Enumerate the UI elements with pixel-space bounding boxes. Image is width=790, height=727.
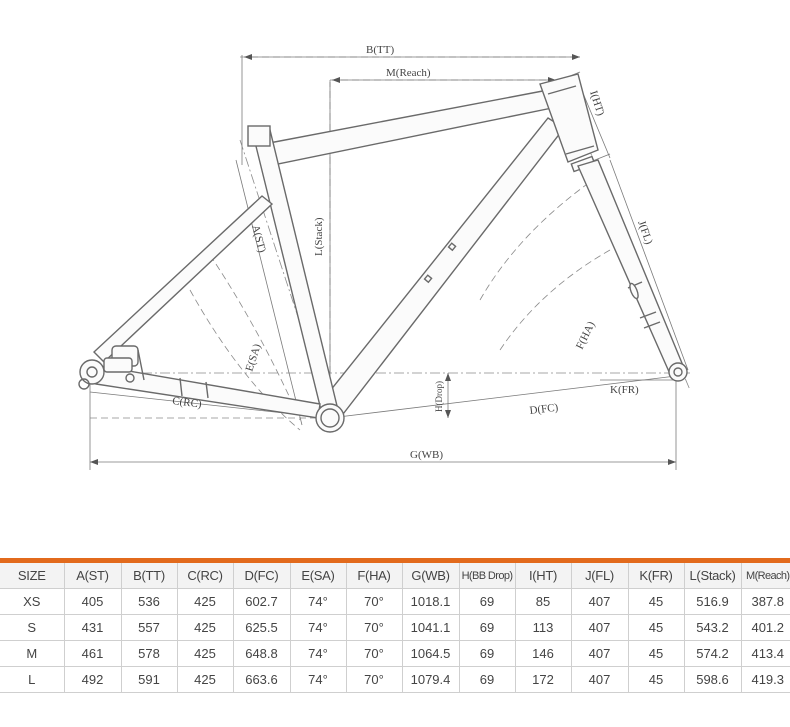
label-wb: G(WB) xyxy=(410,449,443,461)
header-cell: K(FR) xyxy=(628,563,685,589)
value-cell: 401.2 xyxy=(741,614,790,641)
value-cell: 146 xyxy=(515,640,572,667)
label-stack: L(Stack) xyxy=(313,217,325,256)
header-cell: I(HT) xyxy=(515,563,572,589)
label-bb-drop: H(Drop) xyxy=(434,381,444,412)
value-cell: 598.6 xyxy=(684,666,742,693)
label-reach: M(Reach) xyxy=(386,67,431,79)
header-cell: H(BB Drop) xyxy=(459,563,516,589)
label-rc: C(RC) xyxy=(172,395,203,411)
label-fl: J(FL) xyxy=(635,219,655,246)
value-cell: 74° xyxy=(290,614,347,641)
label-sa: E(SA) xyxy=(243,342,263,373)
value-cell: 648.8 xyxy=(233,640,291,667)
value-cell: 425 xyxy=(177,640,234,667)
header-cell: E(SA) xyxy=(290,563,347,589)
value-cell: 663.6 xyxy=(233,666,291,693)
value-cell: 70° xyxy=(346,640,403,667)
value-cell: 425 xyxy=(177,588,234,615)
value-cell: 1079.4 xyxy=(402,666,460,693)
value-cell: 536 xyxy=(121,588,178,615)
value-cell: 425 xyxy=(177,666,234,693)
value-cell: 578 xyxy=(121,640,178,667)
header-cell: D(FC) xyxy=(233,563,291,589)
value-cell: 1041.1 xyxy=(402,614,460,641)
frame-geometry-diagram: B(TT) M(Reach) I(HT) L(Stack) A(ST) J(FL… xyxy=(78,44,691,470)
value-cell: 387.8 xyxy=(741,588,790,615)
value-cell: 69 xyxy=(459,588,516,615)
header-cell: F(HA) xyxy=(346,563,403,589)
size-cell: L xyxy=(0,666,65,693)
label-st: A(ST) xyxy=(249,224,268,255)
value-cell: 516.9 xyxy=(684,588,742,615)
value-cell: 543.2 xyxy=(684,614,742,641)
label-fc: D(FC) xyxy=(529,402,559,417)
value-cell: 405 xyxy=(64,588,122,615)
value-cell: 1018.1 xyxy=(402,588,460,615)
value-cell: 557 xyxy=(121,614,178,641)
value-cell: 431 xyxy=(64,614,122,641)
value-cell: 407 xyxy=(571,666,629,693)
value-cell: 45 xyxy=(628,666,685,693)
value-cell: 45 xyxy=(628,614,685,641)
value-cell: 602.7 xyxy=(233,588,291,615)
label-fr: K(FR) xyxy=(610,384,639,396)
header-cell: C(RC) xyxy=(177,563,234,589)
header-cell: G(WB) xyxy=(402,563,460,589)
header-cell: M(Reach) xyxy=(741,563,790,589)
value-cell: 407 xyxy=(571,640,629,667)
value-cell: 70° xyxy=(346,614,403,641)
label-tt: B(TT) xyxy=(366,44,394,56)
size-cell: S xyxy=(0,614,65,641)
value-cell: 69 xyxy=(459,614,516,641)
value-cell: 425 xyxy=(177,614,234,641)
value-cell: 74° xyxy=(290,666,347,693)
value-cell: 413.4 xyxy=(741,640,790,667)
value-cell: 591 xyxy=(121,666,178,693)
value-cell: 45 xyxy=(628,588,685,615)
value-cell: 172 xyxy=(515,666,572,693)
table-accent-bar xyxy=(0,558,790,563)
value-cell: 407 xyxy=(571,588,629,615)
table-header-row: SIZE A(ST) B(TT) C(RC) D(FC) E(SA) F(HA)… xyxy=(0,563,790,589)
value-cell: 70° xyxy=(346,588,403,615)
value-cell: 113 xyxy=(515,614,572,641)
value-cell: 69 xyxy=(459,640,516,667)
header-cell: A(ST) xyxy=(64,563,122,589)
value-cell: 407 xyxy=(571,614,629,641)
value-cell: 461 xyxy=(64,640,122,667)
label-ha: F(HA) xyxy=(574,319,598,351)
value-cell: 1064.5 xyxy=(402,640,460,667)
value-cell: 492 xyxy=(64,666,122,693)
header-cell: J(FL) xyxy=(571,563,629,589)
value-cell: 70° xyxy=(346,666,403,693)
value-cell: 69 xyxy=(459,666,516,693)
value-cell: 419.3 xyxy=(741,666,790,693)
size-cell: M xyxy=(0,640,65,667)
value-cell: 574.2 xyxy=(684,640,742,667)
header-cell: B(TT) xyxy=(121,563,178,589)
bike-frame xyxy=(78,73,688,433)
value-cell: 85 xyxy=(515,588,572,615)
geometry-table: SIZE A(ST) B(TT) C(RC) D(FC) E(SA) F(HA)… xyxy=(0,563,790,693)
label-ht: I(HT) xyxy=(587,89,606,117)
header-cell: L(Stack) xyxy=(684,563,742,589)
size-cell: XS xyxy=(0,588,65,615)
value-cell: 625.5 xyxy=(233,614,291,641)
value-cell: 74° xyxy=(290,640,347,667)
header-cell: SIZE xyxy=(0,563,65,589)
value-cell: 45 xyxy=(628,640,685,667)
value-cell: 74° xyxy=(290,588,347,615)
